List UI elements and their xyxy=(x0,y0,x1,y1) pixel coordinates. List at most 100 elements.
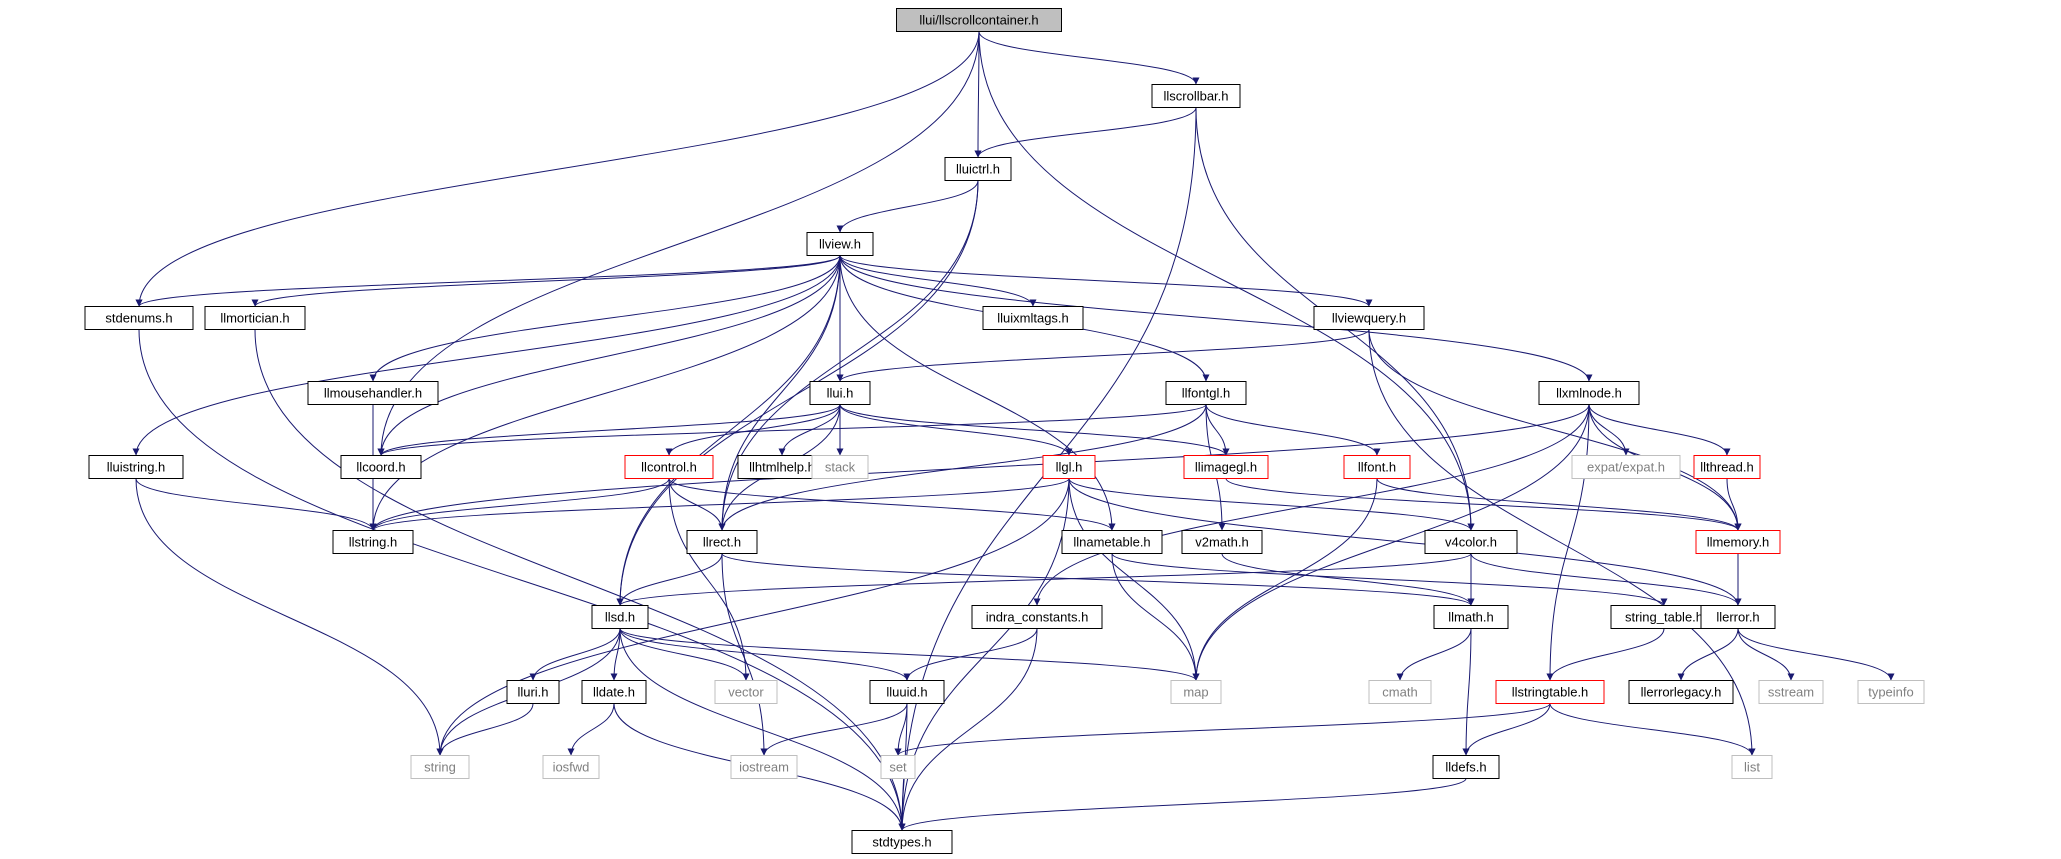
node-lluri[interactable]: lluri.h xyxy=(506,680,560,704)
node-label-expat: expat/expat.h xyxy=(1587,460,1665,475)
node-llhtmlhelp[interactable]: llhtmlhelp.h xyxy=(737,455,827,479)
node-llrect[interactable]: llrect.h xyxy=(686,530,758,554)
node-llmousehandler[interactable]: llmousehandler.h xyxy=(307,381,439,405)
node-label-lluistring: lluistring.h xyxy=(107,460,166,475)
edge-indra_constants-to-lluuid xyxy=(903,628,1038,681)
edge-llstringtable-to-set xyxy=(894,703,1551,756)
node-box-stdenums xyxy=(84,306,194,330)
node-box-llerrorlegacy xyxy=(1628,680,1734,704)
node-llnametable[interactable]: llnametable.h xyxy=(1061,530,1163,554)
node-box-stack xyxy=(811,455,869,479)
node-box-lluixmltags xyxy=(982,306,1084,330)
node-label-lluictrl: lluictrl.h xyxy=(956,162,1000,177)
node-label-llnametable: llnametable.h xyxy=(1073,535,1150,550)
edge-llthread-to-llmemory xyxy=(1726,478,1742,531)
node-stack: stack xyxy=(811,455,869,479)
node-stdtypes[interactable]: stdtypes.h xyxy=(851,830,953,854)
node-label-llfontgl: llfontgl.h xyxy=(1182,386,1230,401)
node-stdenums[interactable]: stdenums.h xyxy=(84,306,194,330)
node-llerror[interactable]: llerror.h xyxy=(1700,605,1776,629)
edge-llfontgl-to-llfont xyxy=(1205,404,1381,456)
edge-llview-to-llmortician xyxy=(251,255,841,307)
node-llstringtable[interactable]: llstringtable.h xyxy=(1495,680,1605,704)
node-llfontgl[interactable]: llfontgl.h xyxy=(1165,381,1247,405)
edge-root-to-v4color xyxy=(978,31,1475,531)
node-label-llui: llui.h xyxy=(827,386,854,401)
node-label-lldefs: lldefs.h xyxy=(1445,760,1486,775)
node-indra_constants[interactable]: indra_constants.h xyxy=(971,605,1103,629)
node-llstring[interactable]: llstring.h xyxy=(332,530,414,554)
node-box-llmemory xyxy=(1695,530,1781,554)
node-label-iosfwd: iosfwd xyxy=(553,760,590,775)
node-label-llfont: llfont.h xyxy=(1358,460,1396,475)
node-v2math[interactable]: v2math.h xyxy=(1181,530,1263,554)
node-llerrorlegacy[interactable]: llerrorlegacy.h xyxy=(1628,680,1734,704)
node-root[interactable]: llui/llscrollcontainer.h xyxy=(896,8,1062,32)
node-llmemory[interactable]: llmemory.h xyxy=(1695,530,1781,554)
node-lluixmltags[interactable]: lluixmltags.h xyxy=(982,306,1084,330)
node-box-lluictrl xyxy=(944,157,1012,181)
node-v4color[interactable]: v4color.h xyxy=(1424,530,1518,554)
node-label-indra_constants: indra_constants.h xyxy=(986,610,1089,625)
node-llgl[interactable]: llgl.h xyxy=(1042,455,1096,479)
edge-llview-to-lluixmltags xyxy=(839,255,1037,307)
edge-llsd-to-map xyxy=(619,628,1200,681)
node-box-lluistring xyxy=(88,455,184,479)
edge-string_table-to-llstringtable xyxy=(1546,628,1665,681)
node-lluictrl[interactable]: lluictrl.h xyxy=(944,157,1012,181)
edge-llui-to-llhtmlhelp xyxy=(778,404,841,456)
edge-lluictrl-to-llview xyxy=(836,180,979,233)
edge-llrect-to-llsd xyxy=(616,553,723,606)
node-llviewquery[interactable]: llviewquery.h xyxy=(1313,306,1425,330)
node-string: string xyxy=(410,755,470,779)
node-label-lluuid: lluuid.h xyxy=(886,685,927,700)
node-llsd[interactable]: llsd.h xyxy=(591,605,649,629)
node-label-llxmlnode: llxmlnode.h xyxy=(1556,386,1622,401)
node-box-iosfwd xyxy=(542,755,600,779)
node-box-llstringtable xyxy=(1495,680,1605,704)
node-lluistring[interactable]: lluistring.h xyxy=(88,455,184,479)
node-llview[interactable]: llview.h xyxy=(806,232,874,256)
node-lldefs[interactable]: lldefs.h xyxy=(1432,755,1500,779)
node-iosfwd: iosfwd xyxy=(542,755,600,779)
node-string_table[interactable]: string_table.h xyxy=(1610,605,1718,629)
node-label-llview: llview.h xyxy=(819,237,861,252)
node-llmortician[interactable]: llmortician.h xyxy=(204,306,306,330)
node-box-root xyxy=(896,8,1062,32)
node-label-map: map xyxy=(1183,685,1208,700)
node-typeinfo: typeinfo xyxy=(1857,680,1925,704)
edge-llsd-to-lluri xyxy=(529,628,621,681)
edge-llcontrol-to-llnametable xyxy=(668,478,1116,531)
edge-llxmlnode-to-llstringtable xyxy=(1546,404,1590,681)
node-llmath[interactable]: llmath.h xyxy=(1433,605,1509,629)
node-llthread[interactable]: llthread.h xyxy=(1693,455,1761,479)
node-label-v2math: v2math.h xyxy=(1195,535,1248,550)
node-box-llsd xyxy=(591,605,649,629)
edge-lluistring-to-llstring xyxy=(135,478,377,531)
edge-llsd-to-stdtypes xyxy=(619,628,906,831)
edge-indra_constants-to-stdtypes xyxy=(898,628,1038,831)
node-label-stack: stack xyxy=(825,460,856,475)
node-label-llstring: llstring.h xyxy=(349,535,397,550)
edge-llstringtable-to-lldefs xyxy=(1462,703,1551,756)
node-box-llmortician xyxy=(204,306,306,330)
node-lldate[interactable]: lldate.h xyxy=(581,680,647,704)
node-label-llmousehandler: llmousehandler.h xyxy=(324,386,422,401)
node-llfont[interactable]: llfont.h xyxy=(1343,455,1411,479)
edge-root-to-llcoord xyxy=(377,31,980,456)
edge-llmath-to-lldefs xyxy=(1462,628,1472,756)
node-llui[interactable]: llui.h xyxy=(809,381,871,405)
node-llcoord[interactable]: llcoord.h xyxy=(340,455,422,479)
node-cmath: cmath xyxy=(1368,680,1432,704)
node-llimagegl[interactable]: llimagegl.h xyxy=(1183,455,1269,479)
node-label-iostream: iostream xyxy=(739,760,789,775)
node-label-typeinfo: typeinfo xyxy=(1868,685,1914,700)
node-llcontrol[interactable]: llcontrol.h xyxy=(624,455,714,479)
node-label-lluixmltags: lluixmltags.h xyxy=(997,311,1069,326)
node-label-vector: vector xyxy=(728,685,764,700)
node-llscrollbar[interactable]: llscrollbar.h xyxy=(1151,84,1241,108)
node-box-set xyxy=(880,755,916,779)
node-lluuid[interactable]: lluuid.h xyxy=(869,680,945,704)
node-llxmlnode[interactable]: llxmlnode.h xyxy=(1538,381,1640,405)
